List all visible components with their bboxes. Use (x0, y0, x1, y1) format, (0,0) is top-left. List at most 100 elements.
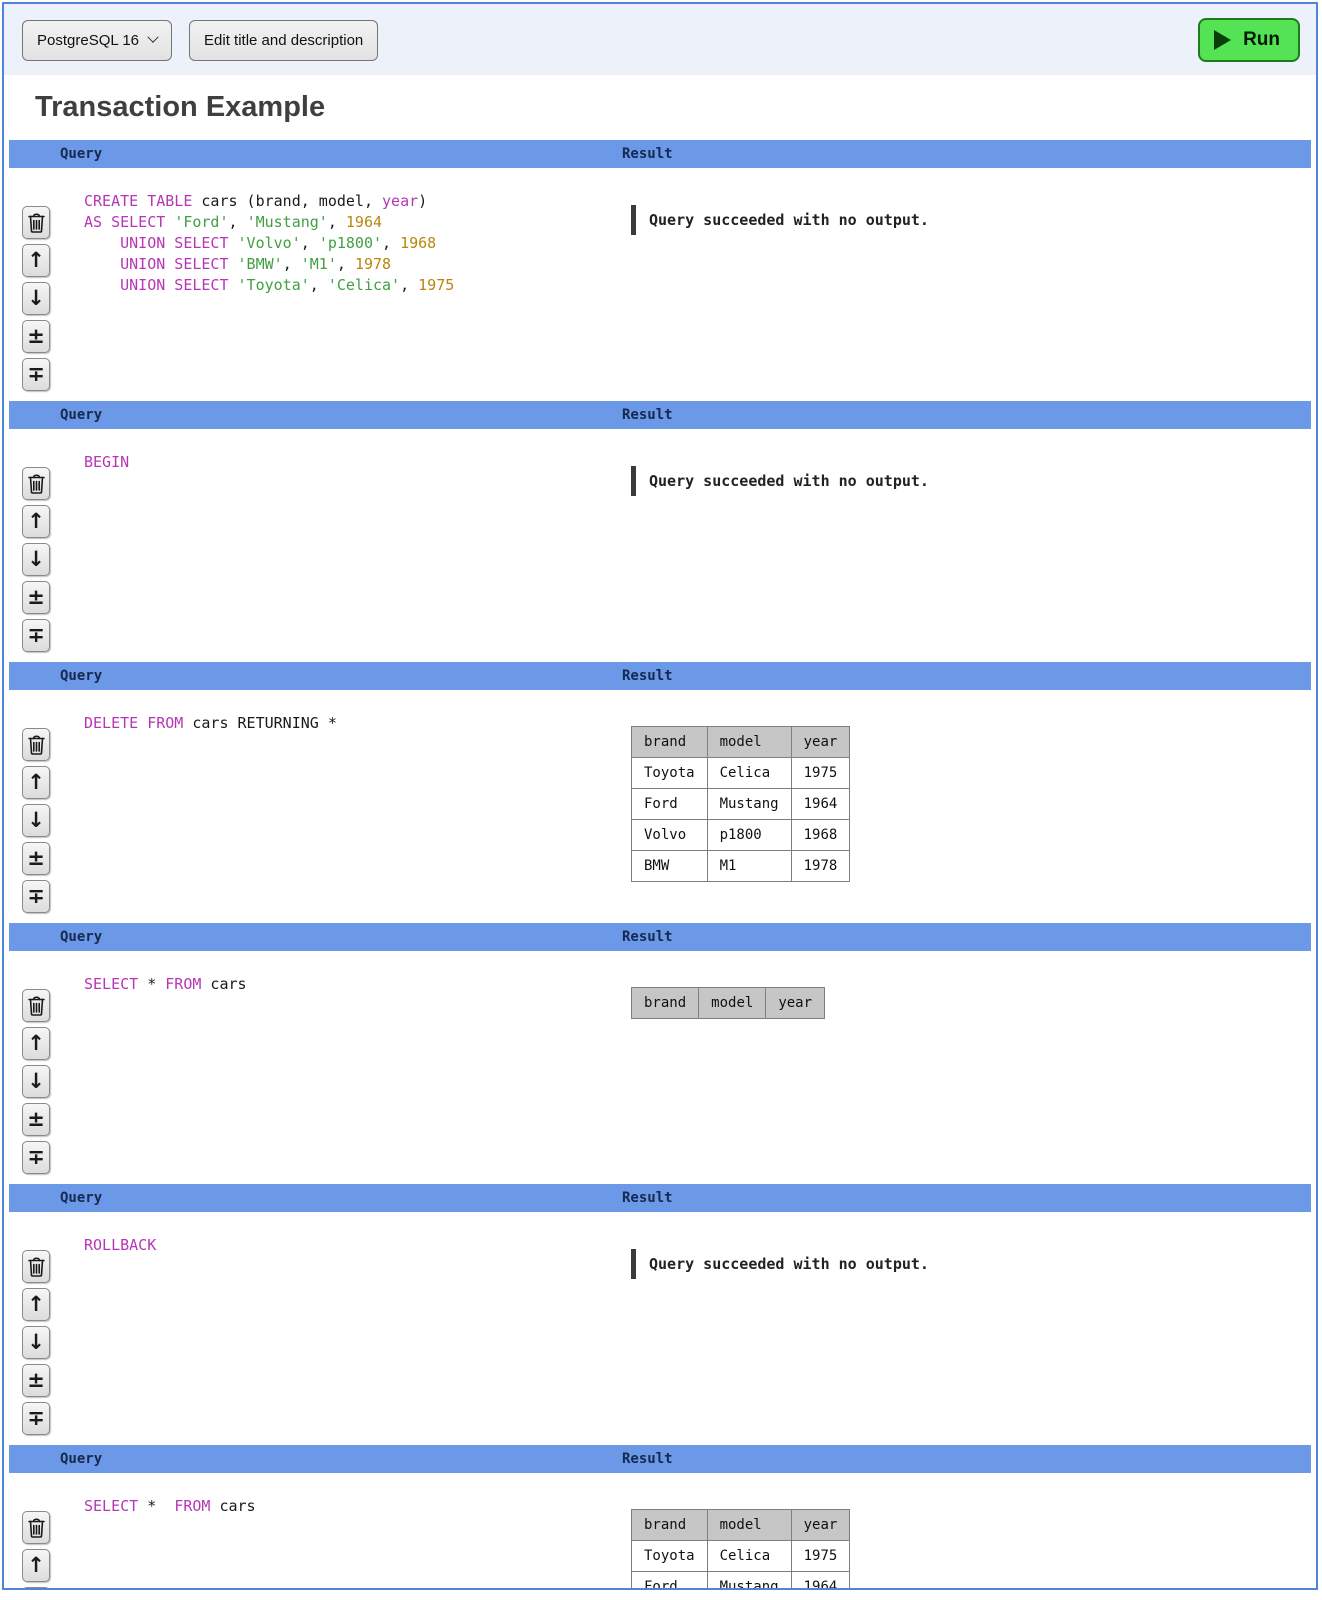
result-column-label: Result (622, 146, 673, 162)
move-query-up-button[interactable]: ↑ (22, 1027, 50, 1060)
sql-editor[interactable]: SELECT * FROM cars (84, 1496, 1311, 1517)
block-header: Query Result (9, 662, 1311, 690)
code-token: 'BMW' (237, 255, 283, 273)
trash-icon (27, 212, 46, 233)
query-blocks: Query Result ↑ ↓ ± ∓ CREATE TABLE cars (bra… (4, 140, 1316, 1588)
trash-icon (27, 1256, 46, 1277)
code-token (84, 276, 120, 294)
query-block-5: Query Result ↑↓±∓ ROLLBACK Query succeed… (9, 1184, 1311, 1445)
run-button[interactable]: Run (1198, 18, 1300, 62)
code-token: FROM (174, 1497, 211, 1515)
code-token: 'Mustang' (246, 213, 328, 231)
sql-editor[interactable]: DELETE FROM cars RETURNING * (84, 713, 1311, 734)
result-cell: Toyota (631, 757, 708, 789)
code-token: , (400, 276, 419, 294)
code-token: cars (brand, model, (192, 192, 383, 210)
code-token: BEGIN (84, 453, 130, 471)
arrow-down-icon: ↓ (27, 1069, 45, 1093)
move-query-down-button[interactable]: ↓ (22, 804, 50, 837)
delete-query-button[interactable] (22, 1250, 50, 1283)
move-query-up-button[interactable]: ↑ (22, 244, 50, 277)
code-token: 1968 (400, 234, 437, 252)
move-query-up-button[interactable]: ↑ (22, 1549, 50, 1582)
result-cell: M1 (706, 850, 792, 882)
result-column-label: Result (622, 1451, 673, 1467)
result-column-header: brand (630, 987, 700, 1019)
block-body: ↑↓±∓ BEGIN Query succeeded with no outpu… (9, 452, 1311, 662)
code-token (229, 276, 238, 294)
result-cell: 1978 (790, 850, 851, 882)
sql-editor[interactable]: ROLLBACK (84, 1235, 1311, 1256)
move-query-up-button[interactable]: ↑ (22, 505, 50, 538)
row-actions: ↑ ↓ ± ∓ (22, 989, 50, 1174)
result-column-label: Result (622, 407, 673, 423)
query-block-3: Query Result ↑ ↓ ± ∓ DELETE FROM cars RETUR… (9, 662, 1311, 923)
insert-query-below-button[interactable]: ∓ (22, 619, 50, 652)
code-token: , (382, 234, 401, 252)
insert-query-below-button[interactable]: ∓ (22, 880, 50, 913)
result-cell: Toyota (631, 1540, 708, 1572)
delete-query-button[interactable] (22, 1511, 50, 1544)
database-selector[interactable]: PostgreSQL 16 (22, 19, 173, 61)
code-token: , (309, 276, 328, 294)
arrow-down-icon: ↓ (27, 286, 45, 310)
sql-editor[interactable]: SELECT * FROM cars (84, 974, 1311, 995)
delete-query-button[interactable] (22, 989, 50, 1022)
query-block-6: Query Result ↑↓±∓ SELECT * FROM cars bra… (9, 1445, 1311, 1588)
insert-below-icon: ∓ (27, 1145, 45, 1169)
insert-query-below-button[interactable]: ∓ (22, 1141, 50, 1174)
result-column-header: year (765, 987, 826, 1019)
edit-title-button[interactable]: Edit title and description (189, 19, 379, 61)
code-token: , (228, 213, 247, 231)
sql-editor[interactable]: CREATE TABLE cars (brand, model, year) A… (84, 191, 1311, 296)
result-cell: 1975 (790, 1540, 851, 1572)
result-cell: Mustang (706, 788, 792, 820)
insert-query-above-button[interactable]: ± (22, 842, 50, 875)
result-cell: p1800 (706, 819, 792, 851)
move-query-down-button[interactable]: ↓ (22, 1587, 50, 1588)
move-query-down-button[interactable]: ↓ (22, 1326, 50, 1359)
block-body: ↑↓±∓ ROLLBACK Query succeeded with no ou… (9, 1235, 1311, 1445)
code-token: SELECT (84, 1497, 139, 1515)
delete-query-button[interactable] (22, 728, 50, 761)
insert-query-above-button[interactable]: ± (22, 320, 50, 353)
code-token: cars (210, 1497, 256, 1515)
row-actions: ↑ ↓ ± ∓ (22, 728, 50, 913)
move-query-down-button[interactable]: ↓ (22, 1065, 50, 1098)
insert-query-below-button[interactable]: ∓ (22, 1402, 50, 1435)
insert-below-icon: ∓ (27, 1406, 45, 1430)
insert-query-above-button[interactable]: ± (22, 1103, 50, 1136)
code-token: DELETE FROM (84, 714, 184, 732)
move-query-down-button[interactable]: ↓ (22, 282, 50, 315)
arrow-up-icon: ↑ (27, 248, 45, 272)
block-header: Query Result (9, 401, 1311, 429)
insert-query-above-button[interactable]: ± (22, 581, 50, 614)
result-cell: Ford (631, 788, 708, 820)
result-cell: Volvo (631, 819, 708, 851)
query-result-message: Query succeeded with no output. (631, 205, 1303, 235)
delete-query-button[interactable] (22, 467, 50, 500)
code-token: 'p1800' (318, 234, 383, 252)
move-query-up-button[interactable]: ↑ (22, 1288, 50, 1321)
result-column-header: model (706, 726, 792, 758)
insert-above-icon: ± (27, 585, 45, 609)
code-token: 'M1' (300, 255, 337, 273)
insert-query-below-button[interactable]: ∓ (22, 358, 50, 391)
sql-editor[interactable]: BEGIN (84, 452, 1311, 473)
insert-query-above-button[interactable]: ± (22, 1364, 50, 1397)
move-query-up-button[interactable]: ↑ (22, 766, 50, 799)
move-query-down-button[interactable]: ↓ (22, 543, 50, 576)
code-token: UNION SELECT (120, 276, 229, 294)
arrow-up-icon: ↑ (27, 770, 45, 794)
delete-query-button[interactable] (22, 206, 50, 239)
block-header: Query Result (9, 140, 1311, 168)
row-actions: ↑ ↓ ± ∓ (22, 467, 50, 652)
